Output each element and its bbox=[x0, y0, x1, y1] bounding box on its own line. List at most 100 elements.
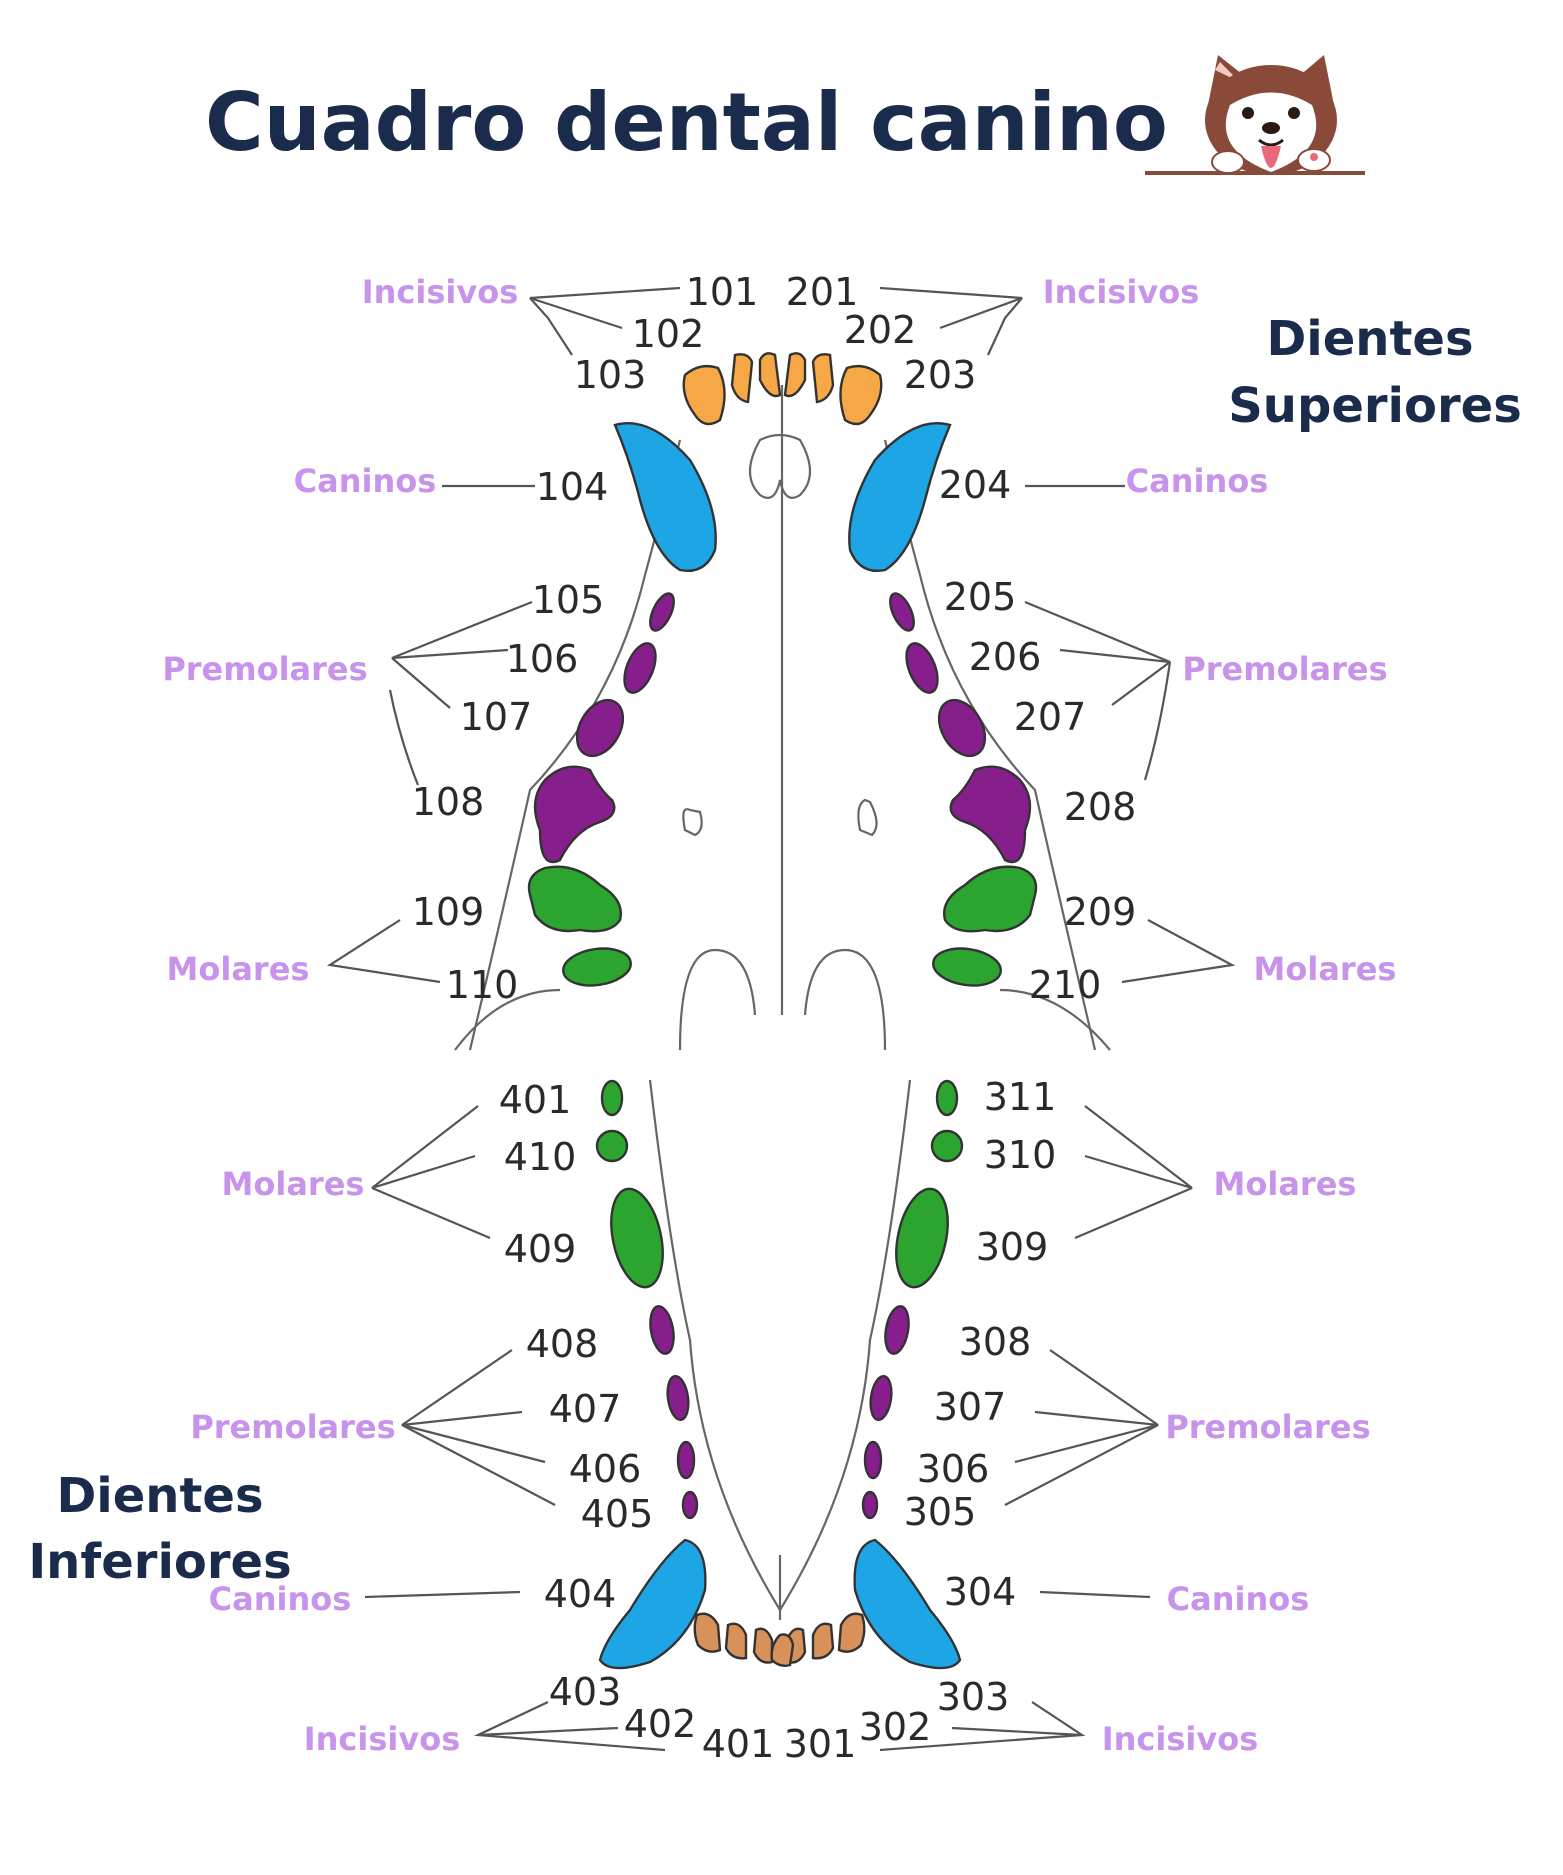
tooth-number-106: 106 bbox=[506, 637, 579, 681]
tooth-311 bbox=[935, 1079, 959, 1117]
tooth-405 bbox=[681, 1490, 699, 1520]
lower-premolar-group bbox=[649, 1305, 910, 1520]
tooth-number-308: 308 bbox=[959, 1320, 1032, 1364]
tooth-number-301: 301 bbox=[784, 1722, 857, 1766]
tooth-number-207: 207 bbox=[1014, 695, 1087, 739]
label-upper-right-incisors: Incisivos bbox=[1043, 273, 1200, 311]
page-title: Cuadro dental canino bbox=[205, 76, 1168, 169]
tooth-number-109: 109 bbox=[412, 890, 485, 934]
tooth-number-201: 201 bbox=[786, 270, 859, 314]
tooth-303 bbox=[837, 1612, 866, 1653]
tooth-number-305: 305 bbox=[904, 1490, 977, 1534]
tooth-309 bbox=[895, 1187, 949, 1289]
tooth-304 bbox=[853, 1538, 962, 1670]
tooth-101 bbox=[758, 352, 782, 398]
label-upper-left-canines: Caninos bbox=[294, 462, 437, 500]
tooth-310 bbox=[930, 1129, 964, 1163]
lower-molar-group bbox=[595, 1079, 964, 1289]
tooth-number-204: 204 bbox=[939, 463, 1012, 507]
tooth-201 bbox=[783, 352, 807, 398]
tooth-number-107: 107 bbox=[460, 695, 533, 739]
tooth-number-208: 208 bbox=[1064, 785, 1137, 829]
tooth-102 bbox=[730, 353, 754, 404]
tooth-208 bbox=[949, 765, 1032, 864]
label-upper-right-molars: Molares bbox=[1254, 950, 1397, 988]
tooth-number-105: 105 bbox=[532, 578, 605, 622]
tooth-numbers: 101 102 103 104 105 106 107 108 109 110 … bbox=[412, 270, 1137, 1766]
tooth-number-402: 402 bbox=[624, 1702, 697, 1746]
tooth-number-401-molar: 401 bbox=[499, 1078, 572, 1122]
upper-jaw-label-line2: Superiores bbox=[1228, 378, 1522, 434]
tooth-410 bbox=[595, 1129, 629, 1163]
tooth-401-incisor bbox=[752, 1627, 774, 1664]
tooth-204 bbox=[848, 422, 952, 572]
tooth-number-104: 104 bbox=[536, 465, 609, 509]
tooth-207 bbox=[937, 698, 987, 758]
label-upper-right-premolars: Premolares bbox=[1182, 650, 1387, 688]
tooth-108 bbox=[533, 765, 616, 864]
lower-incisor-group bbox=[693, 1612, 866, 1668]
leader-lines bbox=[326, 286, 1236, 1752]
tooth-402 bbox=[724, 1622, 748, 1660]
tooth-number-303: 303 bbox=[937, 1675, 1010, 1719]
tooth-305 bbox=[861, 1490, 879, 1520]
tooth-number-306: 306 bbox=[917, 1447, 990, 1491]
tooth-number-403: 403 bbox=[549, 1670, 622, 1714]
lower-jaw-label-line1: Dientes bbox=[56, 1468, 263, 1524]
tooth-205 bbox=[889, 592, 915, 632]
tooth-number-209: 209 bbox=[1064, 890, 1137, 934]
tooth-306 bbox=[863, 1440, 883, 1480]
lower-jaw-label-line2: Inferiores bbox=[28, 1534, 291, 1590]
tooth-number-401-incisor: 401 bbox=[702, 1722, 775, 1766]
tooth-number-302: 302 bbox=[859, 1705, 932, 1749]
tooth-308 bbox=[884, 1305, 910, 1355]
tooth-302 bbox=[811, 1622, 835, 1660]
label-lower-left-canines: Caninos bbox=[209, 1580, 352, 1618]
tooth-104 bbox=[613, 422, 717, 572]
label-lower-left-incisors: Incisivos bbox=[304, 1720, 461, 1758]
upper-incisor-group bbox=[682, 352, 883, 426]
tooth-103 bbox=[682, 364, 726, 426]
tooth-307 bbox=[869, 1374, 893, 1422]
tooth-number-102: 102 bbox=[632, 312, 705, 356]
lower-jaw-outline bbox=[648, 1079, 912, 1620]
tooth-403 bbox=[693, 1612, 722, 1653]
tooth-number-304: 304 bbox=[944, 1570, 1017, 1614]
tooth-206 bbox=[905, 642, 939, 694]
upper-premolar-group bbox=[533, 592, 1032, 864]
tooth-110 bbox=[562, 947, 632, 987]
label-lower-right-canines: Caninos bbox=[1167, 1580, 1310, 1618]
tooth-number-309: 309 bbox=[976, 1225, 1049, 1269]
category-labels: Incisivos Incisivos Caninos Caninos Prem… bbox=[162, 273, 1396, 1758]
tooth-404 bbox=[598, 1538, 707, 1670]
tooth-number-407: 407 bbox=[549, 1387, 622, 1431]
label-lower-left-premolars: Premolares bbox=[190, 1408, 395, 1446]
tooth-number-101: 101 bbox=[686, 270, 759, 314]
tooth-408 bbox=[649, 1305, 675, 1355]
label-upper-left-premolars: Premolares bbox=[162, 650, 367, 688]
label-lower-left-molars: Molares bbox=[222, 1165, 365, 1203]
tooth-number-110: 110 bbox=[446, 963, 519, 1007]
tooth-number-404: 404 bbox=[544, 1572, 617, 1616]
tooth-number-206: 206 bbox=[969, 635, 1042, 679]
label-upper-right-canines: Caninos bbox=[1126, 462, 1269, 500]
tooth-203 bbox=[839, 364, 883, 426]
label-lower-right-incisors: Incisivos bbox=[1102, 1720, 1259, 1758]
tooth-number-408: 408 bbox=[526, 1322, 599, 1366]
tooth-number-307: 307 bbox=[934, 1385, 1007, 1429]
tooth-409 bbox=[610, 1187, 664, 1289]
tooth-number-108: 108 bbox=[412, 780, 485, 824]
tooth-number-205: 205 bbox=[944, 575, 1017, 619]
tooth-number-202: 202 bbox=[844, 308, 917, 352]
tooth-109 bbox=[527, 865, 622, 933]
tooth-number-406: 406 bbox=[569, 1447, 642, 1491]
husky-dog-icon bbox=[1145, 55, 1365, 175]
upper-canine-group bbox=[613, 422, 952, 572]
tooth-107 bbox=[575, 698, 625, 758]
tooth-209 bbox=[943, 865, 1038, 933]
lower-canine-group bbox=[598, 1538, 962, 1670]
label-upper-left-incisors: Incisivos bbox=[362, 273, 519, 311]
tooth-number-210: 210 bbox=[1029, 963, 1102, 1007]
tooth-106 bbox=[623, 642, 657, 694]
